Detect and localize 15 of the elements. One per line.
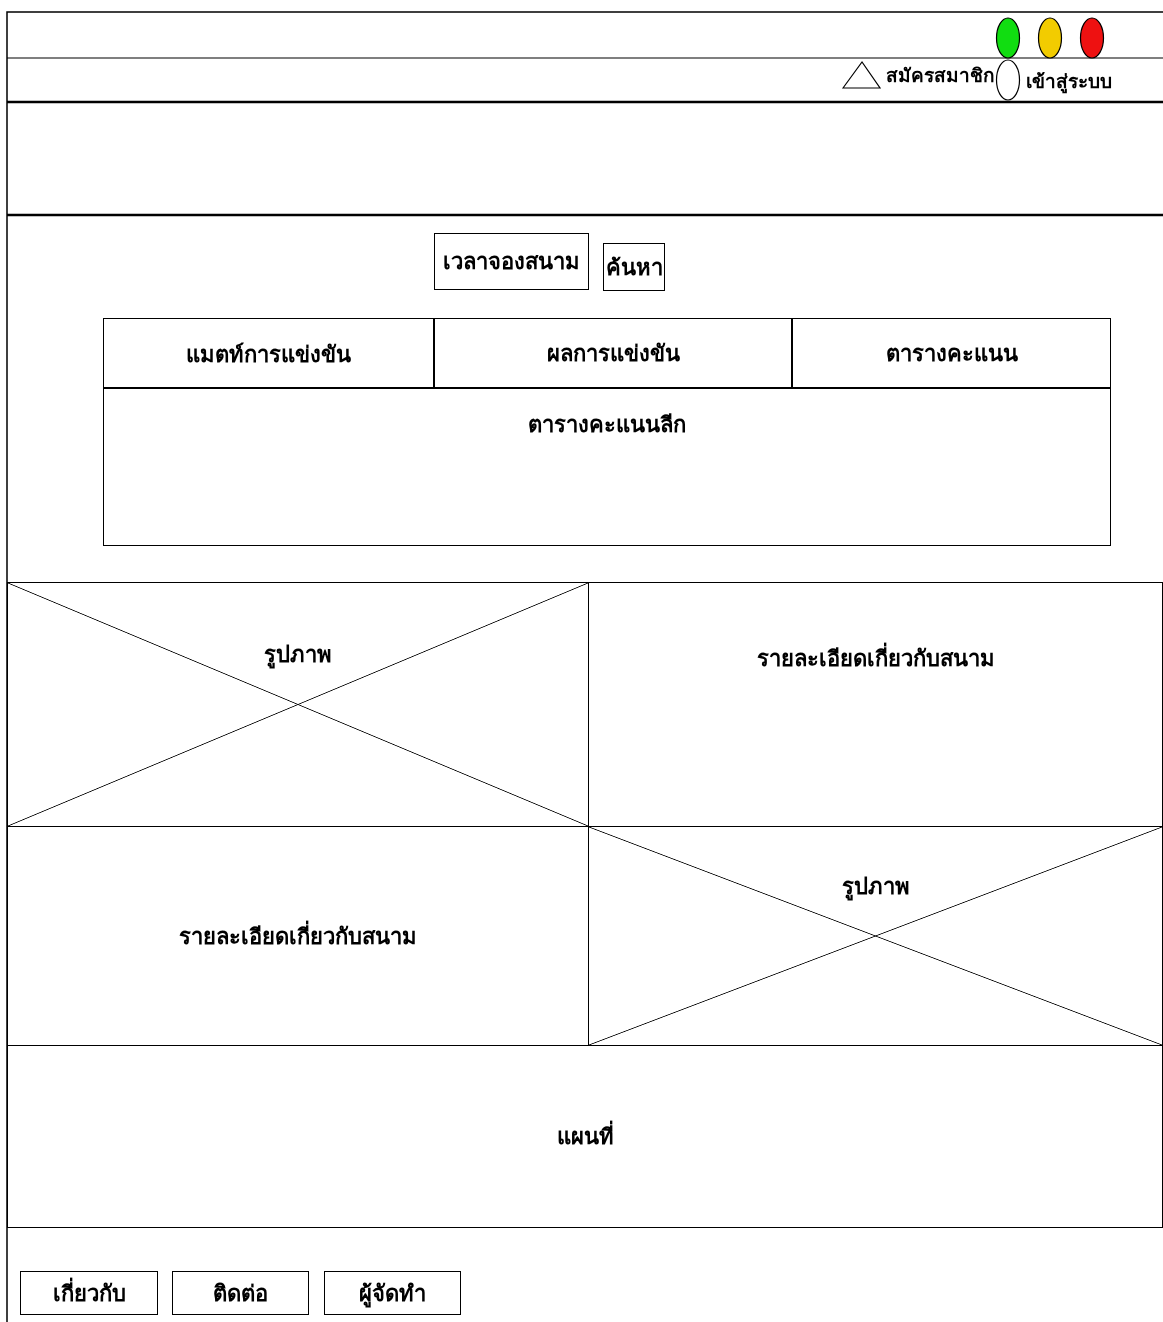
input-field: เวลาจองสนาม (434, 233, 589, 290)
search-button: ค้นหา (603, 243, 665, 291)
nav-button: ผู้จัดทำ (324, 1271, 461, 1315)
nav-button: ติดต่อ (172, 1271, 309, 1315)
nav-button: เกี่ยวกับ (20, 1271, 158, 1315)
text-panel: รายละเอียดเกี่ยวกับสนาม (588, 582, 1163, 827)
picture-panel: รูปภาพ (588, 826, 1163, 1046)
map-panel: แผนที่ (7, 1045, 1163, 1228)
tab: ผลการแข่งขัน (434, 318, 792, 388)
header-link: สมัครสมาชิก (886, 63, 995, 88)
header-link: เข้าสู่ระบบ (1026, 69, 1112, 96)
picture-panel: รูปภาพ (7, 582, 589, 827)
tab: แมตท์การแข่งขัน (103, 318, 434, 388)
tab: ตารางคะแนน (792, 318, 1111, 388)
league-table-panel: ตารางคะแนนลีก (103, 388, 1111, 546)
